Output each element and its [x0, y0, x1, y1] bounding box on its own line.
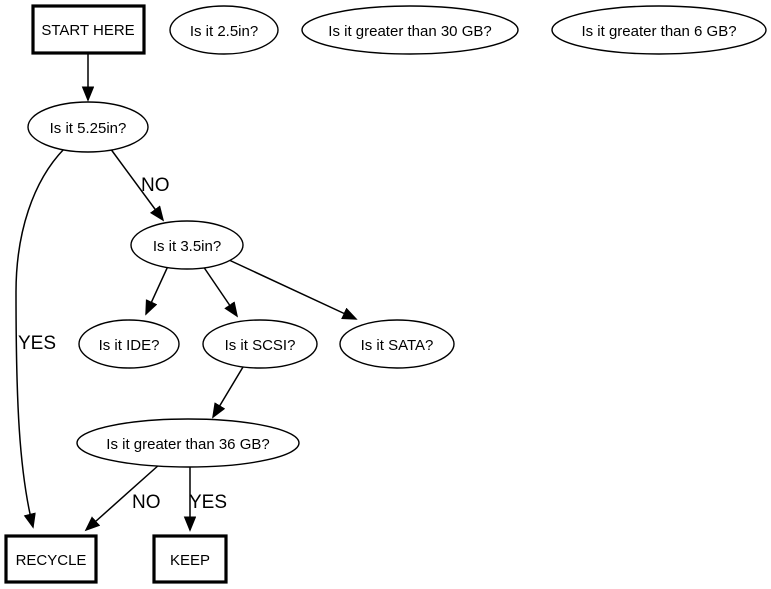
is-25in-ellipse	[169, 5, 279, 55]
gt-6gb-label: Is it greater than 6 GB?	[581, 23, 736, 40]
node-keep: KEEP	[152, 534, 228, 584]
edge-label-yes-525-to-recycle: YES	[18, 333, 56, 354]
is-scsi-ellipse	[202, 319, 318, 369]
edge-is525in-to-is35in	[109, 147, 163, 220]
edge-is35in-to-issata	[228, 259, 356, 319]
start-here-box	[31, 4, 146, 55]
recycle-label: RECYCLE	[16, 552, 87, 569]
recycle-box	[4, 534, 98, 584]
is-35in-label: Is it 3.5in?	[153, 238, 221, 255]
is-sata-label: Is it SATA?	[361, 337, 434, 354]
edges-layer	[15, 53, 356, 530]
keep-box	[152, 534, 228, 584]
is-ide-label: Is it IDE?	[99, 337, 160, 354]
is-525in-label: Is it 5.25in?	[50, 120, 127, 137]
gt-36gb-label: Is it greater than 36 GB?	[106, 436, 269, 453]
is-35in-ellipse	[130, 220, 244, 270]
gt-30gb-label: Is it greater than 30 GB?	[328, 23, 491, 40]
is-25in-label: Is it 2.5in?	[190, 23, 258, 40]
gt-30gb-ellipse	[301, 5, 519, 55]
node-gt-36gb: Is it greater than 36 GB?	[76, 418, 300, 468]
node-recycle: RECYCLE	[4, 534, 98, 584]
edge-isscsi-to-gt36gb	[213, 366, 244, 417]
node-is-525in: Is it 5.25in?	[27, 101, 149, 153]
keep-label: KEEP	[170, 552, 210, 569]
node-is-sata: Is it SATA?	[339, 319, 455, 369]
edge-is35in-to-isscsi	[202, 265, 237, 316]
is-ide-ellipse	[78, 319, 180, 369]
node-is-ide: Is it IDE?	[78, 319, 180, 369]
edge-gt36gb-to-recycle	[86, 463, 161, 530]
gt-36gb-ellipse	[76, 418, 300, 468]
is-525in-ellipse	[27, 101, 149, 153]
edge-is35in-to-iside	[146, 265, 169, 314]
node-start-here: START HERE	[31, 4, 146, 55]
node-is-scsi: Is it SCSI?	[202, 319, 318, 369]
node-is-25in: Is it 2.5in?	[169, 5, 279, 55]
edge-is525in-to-recycle	[15, 148, 65, 527]
node-gt-6gb: Is it greater than 6 GB?	[551, 5, 767, 55]
edge-label-no-36gb-to-recycle: NO	[132, 492, 161, 513]
node-gt-30gb: Is it greater than 30 GB?	[301, 5, 519, 55]
edge-label-yes-36gb-to-keep: YES	[189, 492, 227, 513]
node-is-35in: Is it 3.5in?	[130, 220, 244, 270]
is-scsi-label: Is it SCSI?	[225, 337, 296, 354]
edge-labels-layer: NO YES NO YES	[18, 175, 227, 513]
gt-6gb-ellipse	[551, 5, 767, 55]
start-here-label: START HERE	[41, 22, 134, 39]
is-sata-ellipse	[339, 319, 455, 369]
nodes-layer: START HERE Is it 2.5in? Is it greater th…	[4, 4, 767, 584]
edge-label-no-525-to-35: NO	[141, 175, 170, 196]
